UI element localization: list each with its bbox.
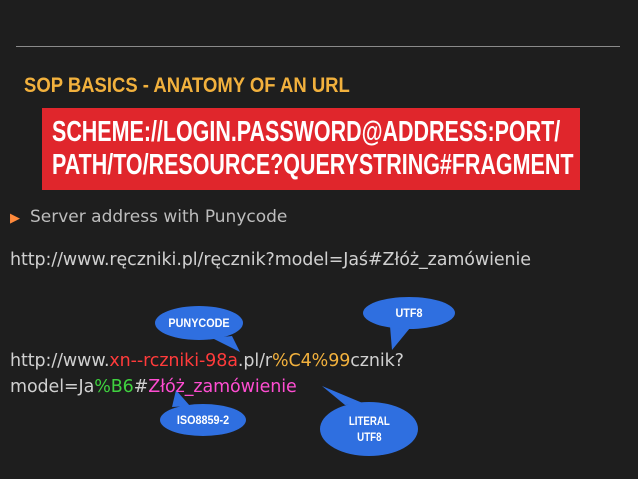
- utf8-segment: %C4%99: [271, 351, 351, 371]
- literal-callout-line-2: UTF8: [356, 430, 382, 444]
- utf8-callout: UTF8: [363, 297, 455, 329]
- url-anatomy-line-1: SCHEME://LOGIN.PASSWORD@ADDRESS:PORT/: [52, 116, 561, 148]
- bullet-item: ▶ Server address with Punycode: [10, 207, 287, 227]
- encoded-url-part: #: [133, 377, 149, 397]
- literal-callout-line-1: LITERAL: [348, 414, 390, 428]
- url-anatomy-box: SCHEME://LOGIN.PASSWORD@ADDRESS:PORT/ PA…: [42, 108, 580, 190]
- encoded-url-part: cznik?: [350, 351, 404, 371]
- encoded-url-line-1: http://www.xn--rczniki-98a.pl/r%C4%99czn…: [10, 348, 404, 374]
- literal-utf8-callout-label: LITERAL UTF8: [346, 413, 392, 445]
- encoded-url-example: http://www.xn--rczniki-98a.pl/r%C4%99czn…: [10, 348, 404, 400]
- iso-callout: ISO8859-2: [160, 404, 246, 436]
- iso-segment: %B6: [94, 377, 134, 397]
- plain-url-example: http://www.ręczniki.pl/ręcznik?model=Jaś…: [10, 250, 531, 270]
- bullet-text: Server address with Punycode: [30, 207, 288, 227]
- encoded-url-line-2: model=Ja%B6#Złóż_zamówienie: [10, 374, 404, 400]
- punycode-callout: PUNYCODE: [155, 306, 243, 340]
- section-title: SOP BASICS - ANATOMY OF AN URL: [24, 74, 350, 97]
- punycode-callout-label: PUNYCODE: [168, 316, 230, 330]
- url-anatomy-line-2: PATH/TO/RESOURCE?QUERYSTRING#FRAGMENT: [52, 149, 574, 181]
- top-divider: [16, 46, 620, 47]
- bullet-triangle-icon: ▶: [10, 211, 20, 226]
- encoded-url-part: http://www.: [10, 351, 110, 371]
- punycode-segment: xn--rczniki-98a: [109, 351, 238, 371]
- utf8-callout-label: UTF8: [395, 306, 423, 320]
- iso-callout-label: ISO8859-2: [176, 413, 230, 427]
- encoded-url-part: .pl/r: [237, 351, 272, 371]
- literal-utf8-callout: LITERAL UTF8: [320, 402, 418, 456]
- literal-segment: Złóż_zamówienie: [148, 377, 297, 397]
- encoded-url-part: model=Ja: [10, 377, 95, 397]
- utf8-callout-tail: [390, 326, 410, 350]
